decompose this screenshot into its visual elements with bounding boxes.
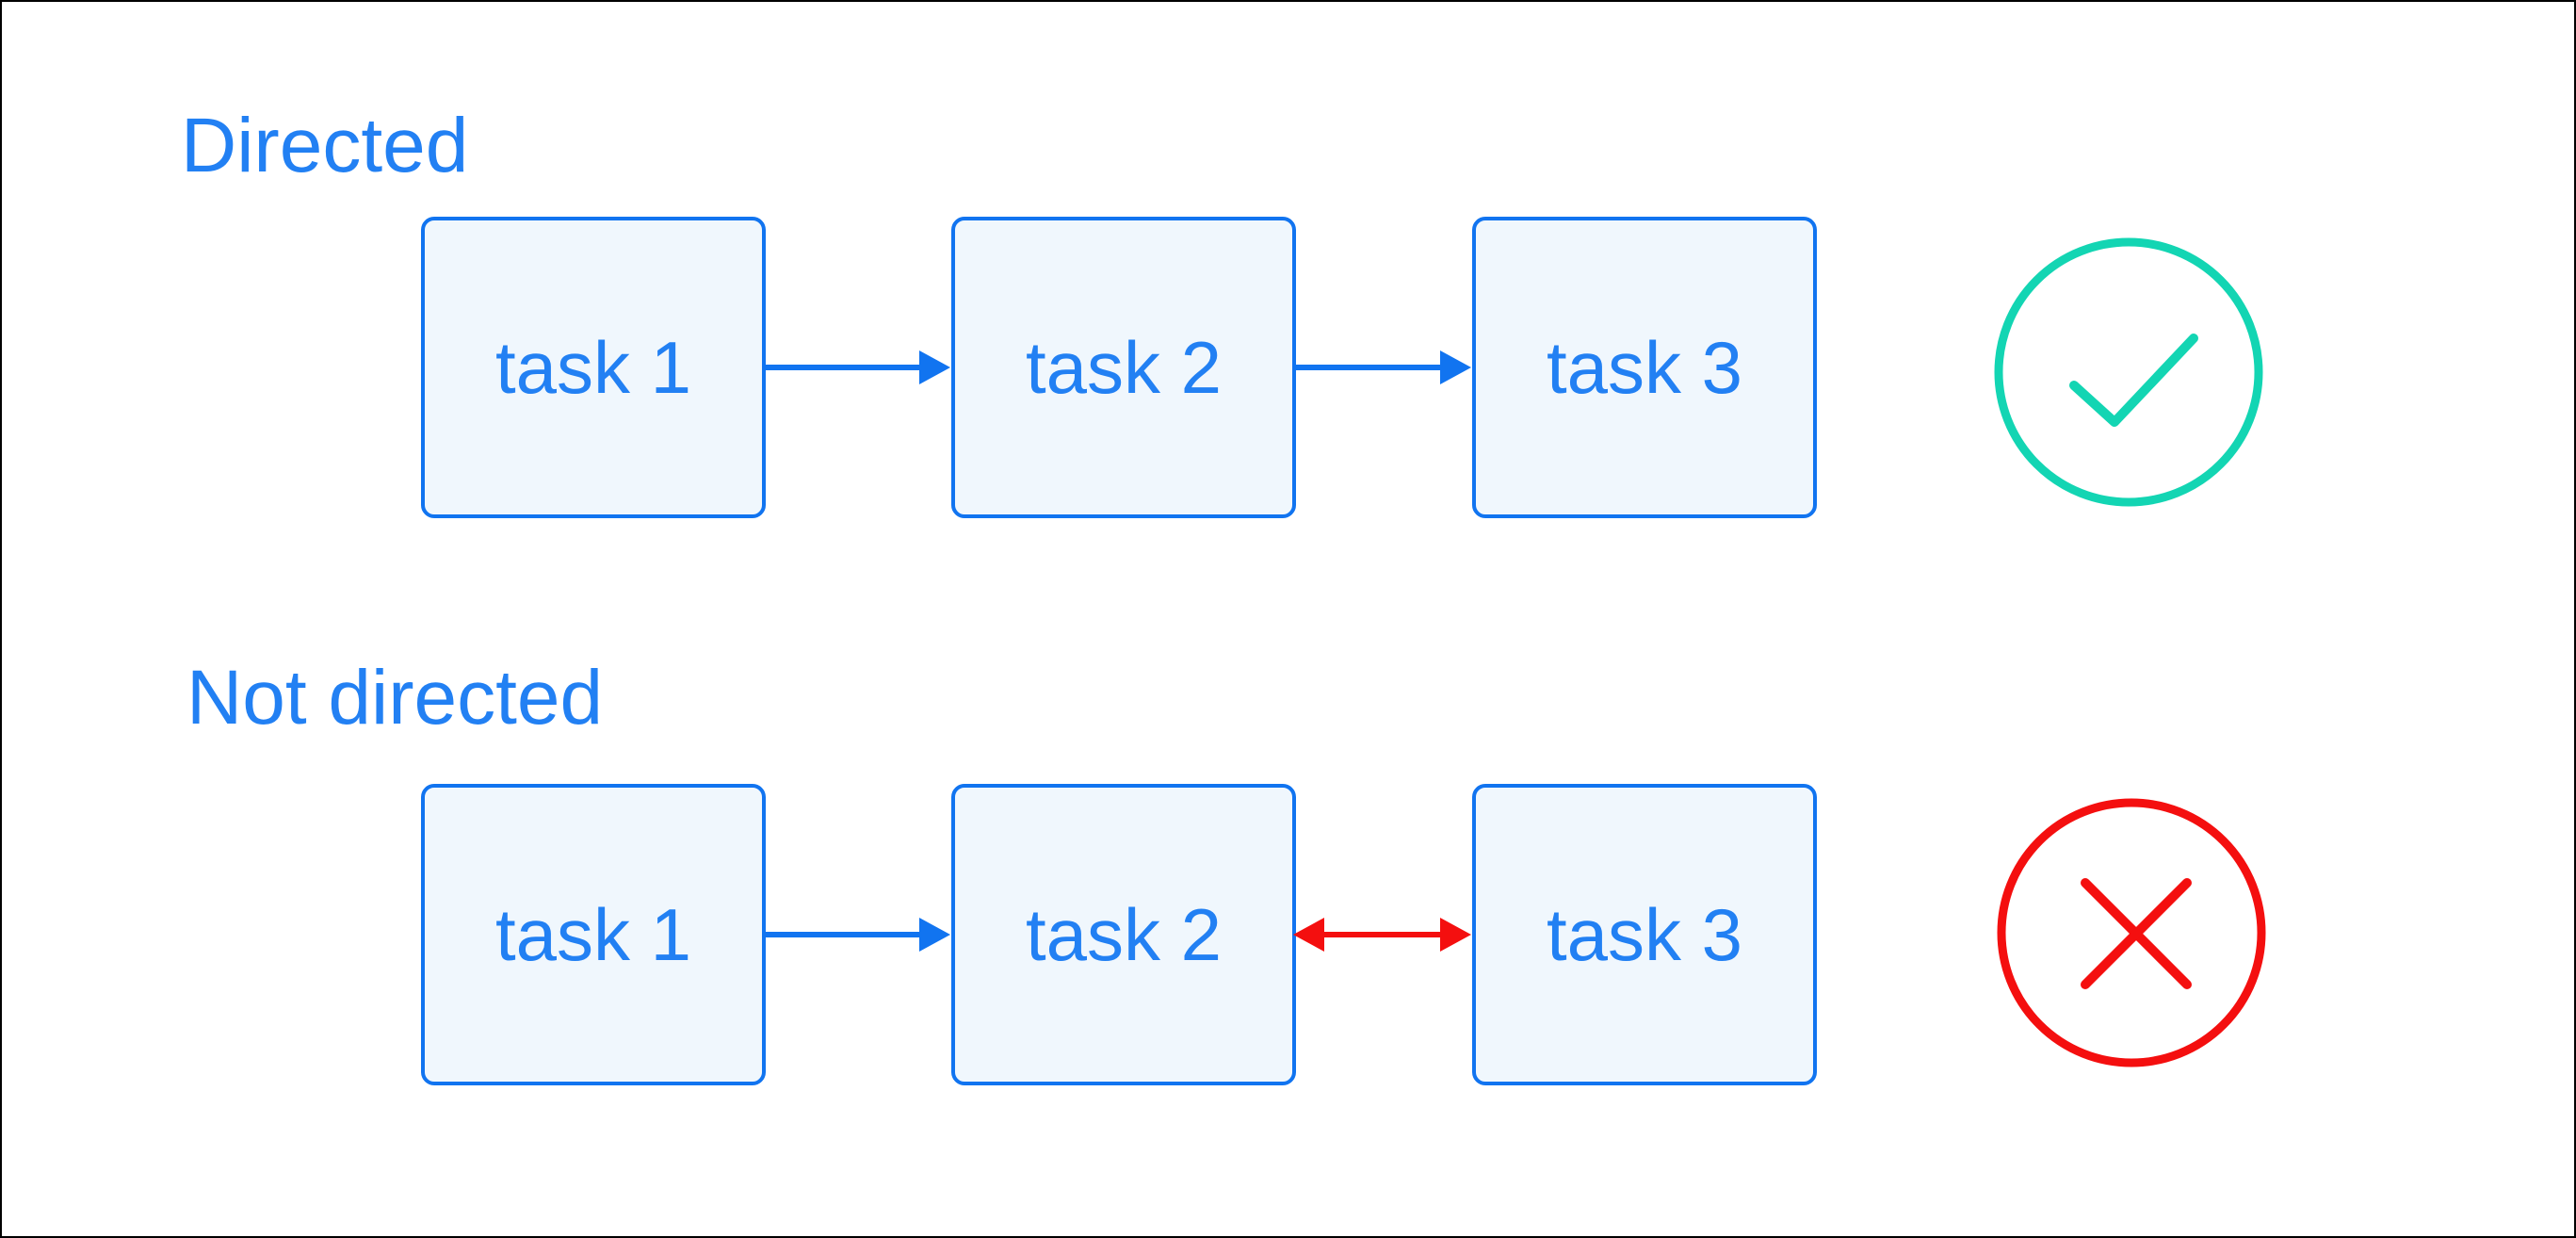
arrow-directed-task2-task3 [1295, 350, 1471, 384]
task-node-notdirected-2: task 2 [951, 784, 1296, 1085]
task-node-directed-3: task 3 [1472, 217, 1817, 518]
task-node-label: task 2 [1025, 892, 1223, 976]
task-node-notdirected-1: task 1 [421, 784, 766, 1085]
task-node-label: task 3 [1546, 892, 1743, 976]
task-node-directed-1: task 1 [421, 217, 766, 518]
task-node-label: task 3 [1546, 325, 1743, 409]
task-node-directed-2: task 2 [951, 217, 1296, 518]
arrow-notdirected-task1-task2 [766, 918, 950, 952]
cross-icon [1997, 798, 2266, 1067]
arrow-directed-task1-task2 [766, 350, 950, 384]
check-icon [1994, 237, 2263, 507]
task-node-label: task 1 [494, 325, 692, 409]
task-node-label: task 2 [1025, 325, 1223, 409]
task-node-notdirected-3: task 3 [1472, 784, 1817, 1085]
task-node-label: task 1 [494, 892, 692, 976]
arrow-bidirectional-task2-task3 [1293, 918, 1471, 952]
section-title-not-directed: Not directed [186, 655, 604, 741]
section-title-directed: Directed [181, 103, 469, 188]
